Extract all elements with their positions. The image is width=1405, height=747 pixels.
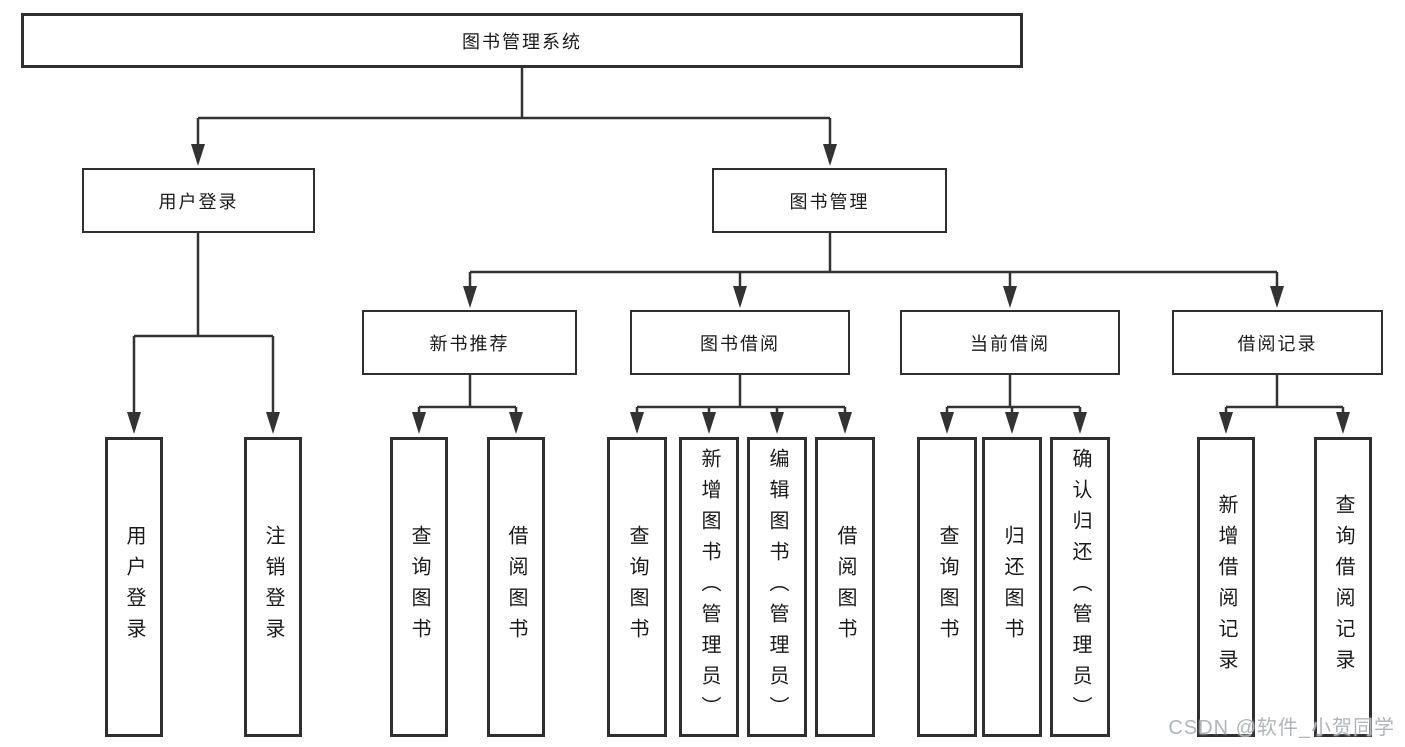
node-borrow-records-label: 借阅记录 [1237, 333, 1318, 354]
connector-root-to-level2 [191, 68, 837, 166]
leaf-add-books-admin: 新增图书（管理员） [679, 437, 739, 737]
leaf-borrow-books-recommend: 借阅图书 [487, 437, 545, 737]
leaf-borrow-books-label: 借阅图书 [834, 525, 856, 649]
leaf-add-borrow-record: 新增借阅记录 [1197, 437, 1255, 737]
node-root-label: 图书管理系统 [462, 31, 582, 52]
leaf-query-books-current-label: 查询图书 [936, 525, 958, 649]
leaf-borrow-books-recommend-label: 借阅图书 [505, 525, 527, 649]
connector-book-borrow-branch [630, 375, 852, 434]
leaf-query-books-recommend-label: 查询图书 [408, 525, 430, 649]
leaf-user-login-label: 用户登录 [123, 525, 145, 649]
leaf-query-books-borrow: 查询图书 [607, 437, 667, 737]
node-current-borrow-label: 当前借阅 [970, 333, 1050, 354]
leaf-add-books-admin-label: 新增图书（管理员） [698, 447, 720, 727]
leaf-return-books-label: 归还图书 [1001, 525, 1023, 649]
node-user-login: 用户登录 [82, 168, 315, 233]
node-root-library-system: 图书管理系统 [21, 13, 1023, 68]
node-user-login-label: 用户登录 [158, 191, 239, 212]
node-borrow-records: 借阅记录 [1172, 310, 1383, 375]
node-book-borrow: 图书借阅 [630, 310, 850, 375]
leaf-logout-label: 注销登录 [262, 525, 284, 649]
leaf-confirm-return-admin-label: 确认归还（管理员） [1069, 447, 1091, 727]
connector-new-book-recommend-branch [412, 375, 523, 434]
node-new-book-recommend-label: 新书推荐 [429, 333, 510, 354]
leaf-add-borrow-record-label: 新增借阅记录 [1215, 494, 1237, 680]
leaf-query-books-current: 查询图书 [917, 437, 977, 737]
node-book-management: 图书管理 [712, 168, 947, 233]
leaf-query-borrow-record: 查询借阅记录 [1314, 437, 1372, 737]
node-book-borrow-label: 图书借阅 [700, 333, 780, 354]
connector-book-management-branch [463, 233, 1284, 308]
leaf-query-books-borrow-label: 查询图书 [626, 525, 648, 649]
connector-borrow-records-branch [1219, 375, 1350, 434]
node-book-management-label: 图书管理 [789, 191, 870, 212]
connector-current-borrow-branch [940, 375, 1087, 434]
leaf-query-books-recommend: 查询图书 [390, 437, 448, 737]
leaf-logout: 注销登录 [244, 437, 302, 737]
leaf-query-borrow-record-label: 查询借阅记录 [1332, 494, 1354, 680]
node-current-borrow: 当前借阅 [900, 310, 1120, 375]
leaf-edit-books-admin: 编辑图书（管理员） [747, 437, 807, 737]
leaf-borrow-books: 借阅图书 [815, 437, 875, 737]
leaf-return-books: 归还图书 [982, 437, 1042, 737]
leaf-confirm-return-admin: 确认归还（管理员） [1050, 437, 1110, 737]
csdn-watermark: CSDN @软件_小贺同学 [1168, 717, 1395, 739]
leaf-user-login: 用户登录 [105, 437, 163, 737]
leaf-edit-books-admin-label: 编辑图书（管理员） [766, 447, 788, 727]
node-new-book-recommend: 新书推荐 [362, 310, 577, 375]
connector-user-login-branch [127, 233, 280, 434]
